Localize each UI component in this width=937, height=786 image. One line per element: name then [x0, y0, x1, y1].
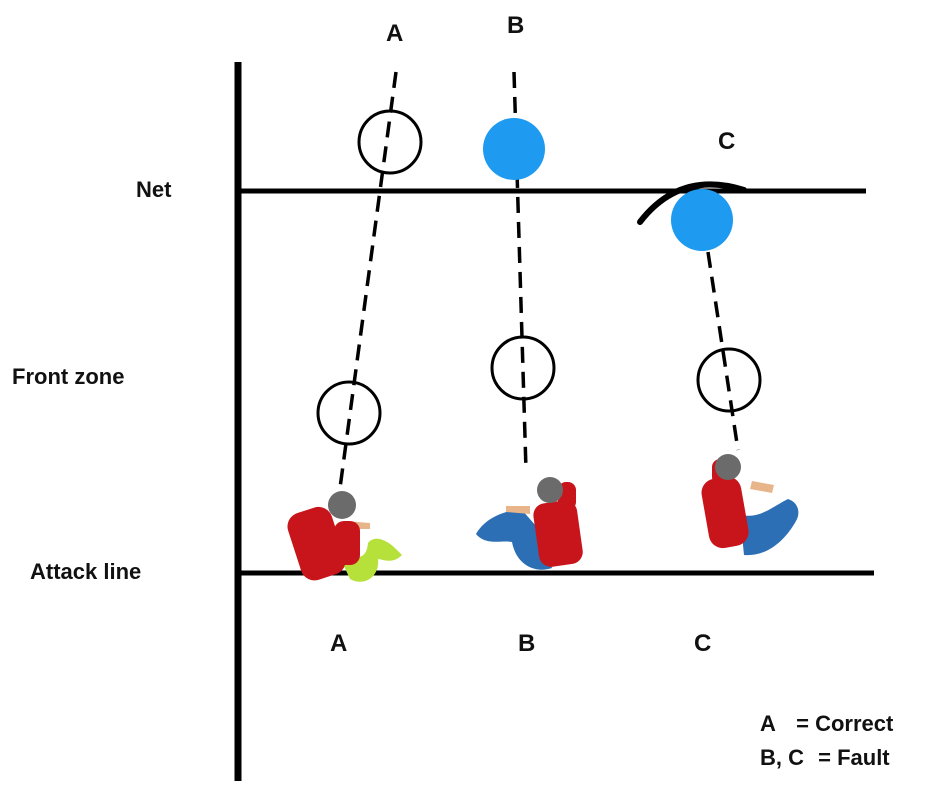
- trajectory-label-b: B: [507, 12, 525, 39]
- ball-outline-icon: [490, 335, 556, 401]
- player-icon: [476, 477, 583, 570]
- legend-fault: B, C = Fault: [760, 745, 890, 771]
- ball-outline-icon: [357, 109, 423, 175]
- trajectory-label-a: A: [386, 20, 404, 47]
- legend-fault-value: = Fault: [818, 745, 890, 770]
- ball-filled-icon: [483, 118, 545, 180]
- player-label-b: B: [518, 630, 536, 657]
- attack-line-label: Attack line: [30, 559, 142, 584]
- trajectory-a-path: [338, 71, 398, 489]
- legend-correct-value: = Correct: [796, 711, 894, 736]
- player-icon: [287, 491, 402, 582]
- legend-fault-key: B, C: [760, 745, 804, 770]
- ball-path-arc: [637, 181, 747, 225]
- front-zone-label: Front zone: [12, 364, 125, 389]
- player-icon: [701, 454, 799, 556]
- legend-correct: A = Correct: [760, 711, 893, 737]
- ball-filled-icon: [671, 189, 733, 251]
- player-label-c: C: [694, 630, 712, 657]
- trajectory-b-path: [512, 71, 528, 471]
- net-label: Net: [136, 177, 172, 202]
- ball-outline-icon: [316, 380, 382, 446]
- trajectory-label-c: C: [718, 128, 736, 155]
- player-label-a: A: [330, 630, 348, 657]
- ball-outline-icon: [696, 347, 762, 413]
- legend-correct-key: A: [760, 711, 776, 736]
